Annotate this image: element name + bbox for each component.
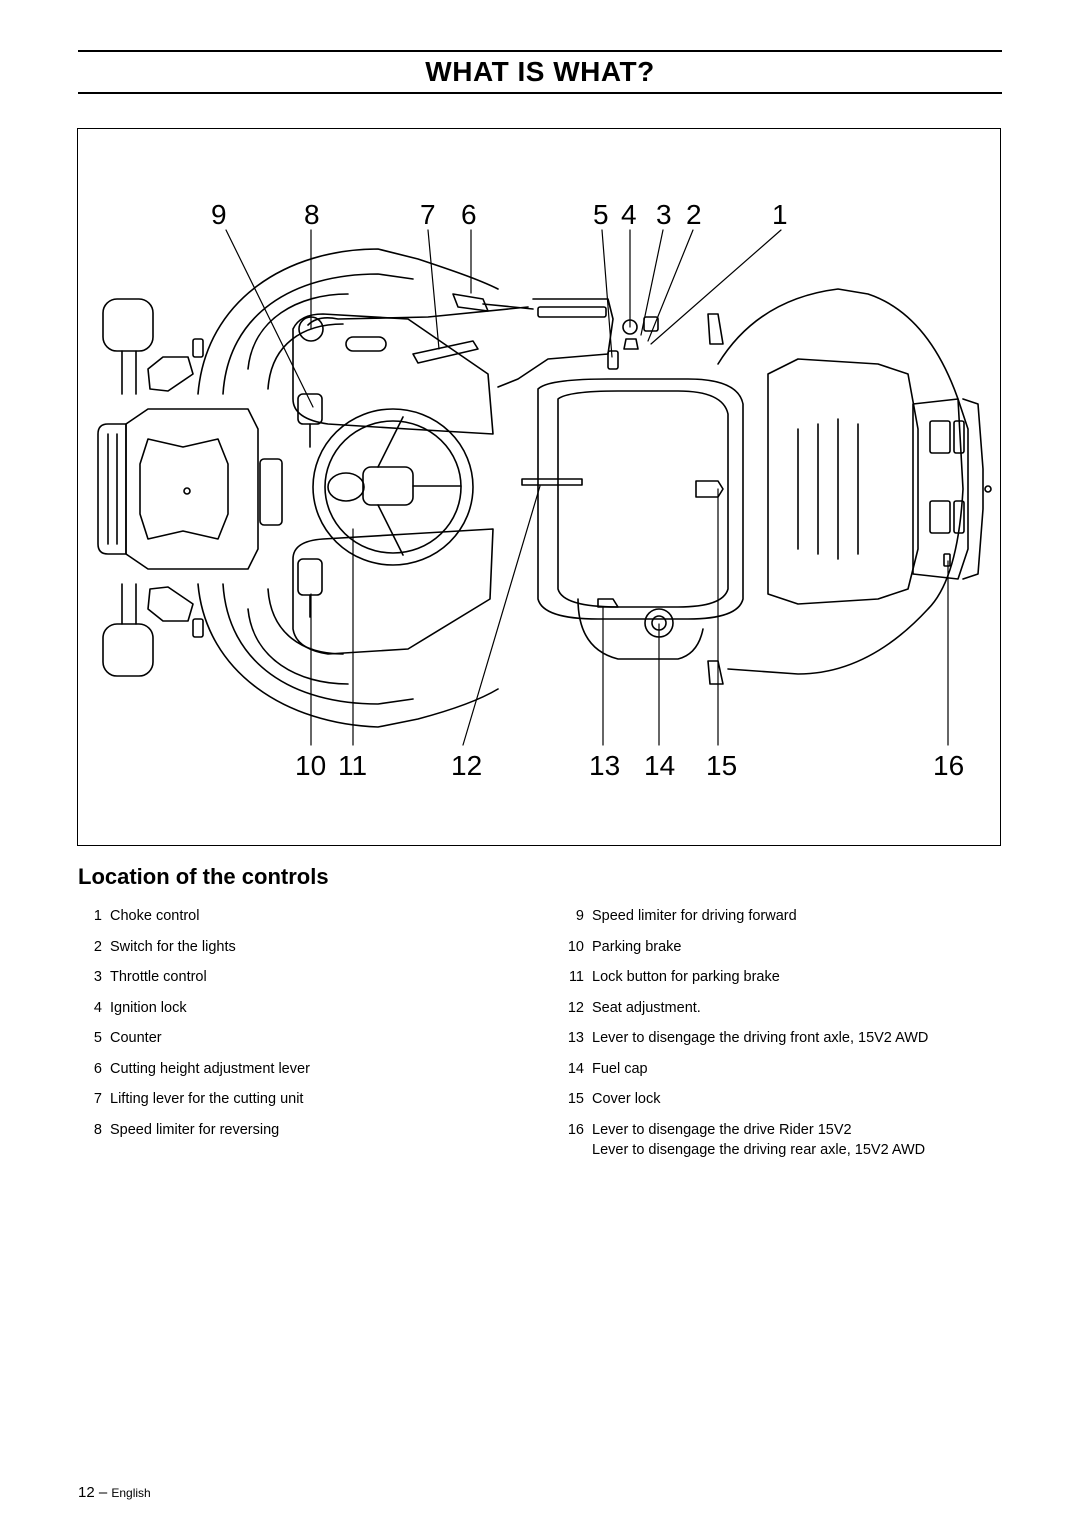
callout-1: 1	[772, 199, 788, 230]
page-title: WHAT IS WHAT?	[425, 56, 655, 87]
callout-2: 2	[686, 199, 702, 230]
callout-15: 15	[706, 750, 737, 781]
callout-6: 6	[461, 199, 477, 230]
legend-text: Switch for the lights	[110, 938, 236, 955]
legend-text: Counter	[110, 1030, 162, 1046]
legend-item: 14 Fuel cap	[560, 1059, 1000, 1090]
page-footer: 12 – English	[78, 1484, 151, 1501]
legend-item: 7 Lifting lever for the cutting unit	[78, 1089, 518, 1120]
bottom-callouts: 10 11 12 13 14 15 16	[295, 750, 964, 781]
legend-item: 6 Cutting height adjustment lever	[78, 1059, 518, 1090]
legend-text: Parking brake	[592, 938, 682, 955]
callout-8: 8	[304, 199, 320, 230]
legend-text: Speed limiter for reversing	[110, 1121, 280, 1138]
callout-14: 14	[644, 750, 675, 781]
legend-number: 14	[567, 1060, 584, 1077]
legend-number: 5	[93, 1030, 102, 1046]
controls-diagram: 9 8 7 6 5 4 3 2 1 10 11 12 13 14 15 16	[77, 128, 1001, 846]
rider-mower-top-view: 9 8 7 6 5 4 3 2 1 10 11 12 13 14 15 16	[97, 199, 992, 781]
legend-number: 2	[93, 938, 102, 955]
legend-text: Speed limiter for driving forward	[592, 908, 797, 924]
legend-item: 8 Speed limiter for reversing	[78, 1120, 518, 1151]
title-underline	[78, 92, 1002, 94]
legend-item: 4 Ignition lock	[78, 998, 518, 1029]
top-rule	[78, 50, 1002, 52]
legend-text: Seat adjustment.	[592, 999, 701, 1016]
callout-16: 16	[933, 750, 964, 781]
callout-12: 12	[451, 750, 482, 781]
callout-5: 5	[593, 199, 609, 230]
legend-number: 7	[93, 1091, 102, 1107]
footer-language: English	[111, 1486, 151, 1500]
legend-item: 2 Switch for the lights	[78, 937, 518, 968]
legend-number: 4	[93, 999, 102, 1016]
legend-number: 15	[567, 1091, 584, 1107]
legend-item: 11 Lock button for parking brake	[560, 967, 1000, 998]
legend-item: 15 Cover lock	[560, 1089, 1000, 1120]
callout-13: 13	[589, 750, 620, 781]
legend-text: Cover lock	[592, 1091, 661, 1107]
legend-right-column: 9 Speed limiter for driving forward 10 Par…	[560, 906, 1000, 1160]
callout-10: 10	[295, 750, 326, 781]
legend-text: Fuel cap	[592, 1060, 648, 1077]
legend-number: 8	[93, 1121, 102, 1138]
legend-text: Throttle control	[110, 969, 207, 985]
callout-11: 11	[338, 750, 367, 781]
legend-text-line-2: Lever to disengage the driving rear axle…	[592, 1141, 926, 1158]
legend-number: 10	[567, 938, 584, 955]
legend-text: Cutting height adjustment lever	[110, 1060, 310, 1077]
legend-number: 13	[567, 1030, 584, 1046]
section-title: Location of the controls	[78, 864, 329, 889]
page-number: 12 –	[78, 1484, 108, 1501]
legend-item: 9 Speed limiter for driving forward	[560, 906, 1000, 937]
legend-item: 1 Choke control	[78, 906, 518, 937]
legend-number: 6	[93, 1060, 102, 1077]
mower-outline	[97, 248, 992, 728]
legend-text-line-1: Lever to disengage the drive Rider 15V2	[592, 1121, 852, 1138]
callout-7: 7	[420, 199, 436, 230]
legend-item: 13 Lever to disengage the driving front a…	[560, 1028, 1000, 1059]
legend-item: 10 Parking brake	[560, 937, 1000, 968]
legend-item: 5 Counter	[78, 1028, 518, 1059]
legend-text: Ignition lock	[110, 999, 187, 1016]
legend-number: 12	[567, 999, 584, 1016]
callout-3: 3	[656, 199, 672, 230]
legend-text: Lock button for parking brake	[592, 969, 780, 985]
legend-text: Lifting lever for the cutting unit	[110, 1091, 304, 1107]
callout-4: 4	[621, 199, 637, 230]
legend-text: Choke control	[110, 908, 200, 924]
legend-number: 9	[575, 908, 584, 924]
legend-number: 3	[93, 969, 102, 985]
legend-item: 3 Throttle control	[78, 967, 518, 998]
legend-text: Lever to disengage the driving front axl…	[592, 1030, 929, 1046]
legend-number: 11	[568, 969, 584, 985]
legend-item: 12 Seat adjustment.	[560, 998, 1000, 1029]
top-callouts: 9 8 7 6 5 4 3 2 1	[211, 199, 788, 230]
callout-9: 9	[211, 199, 227, 230]
legend-number: 1	[93, 908, 102, 924]
leader-lines	[225, 229, 949, 746]
legend-number: 16	[567, 1121, 584, 1138]
